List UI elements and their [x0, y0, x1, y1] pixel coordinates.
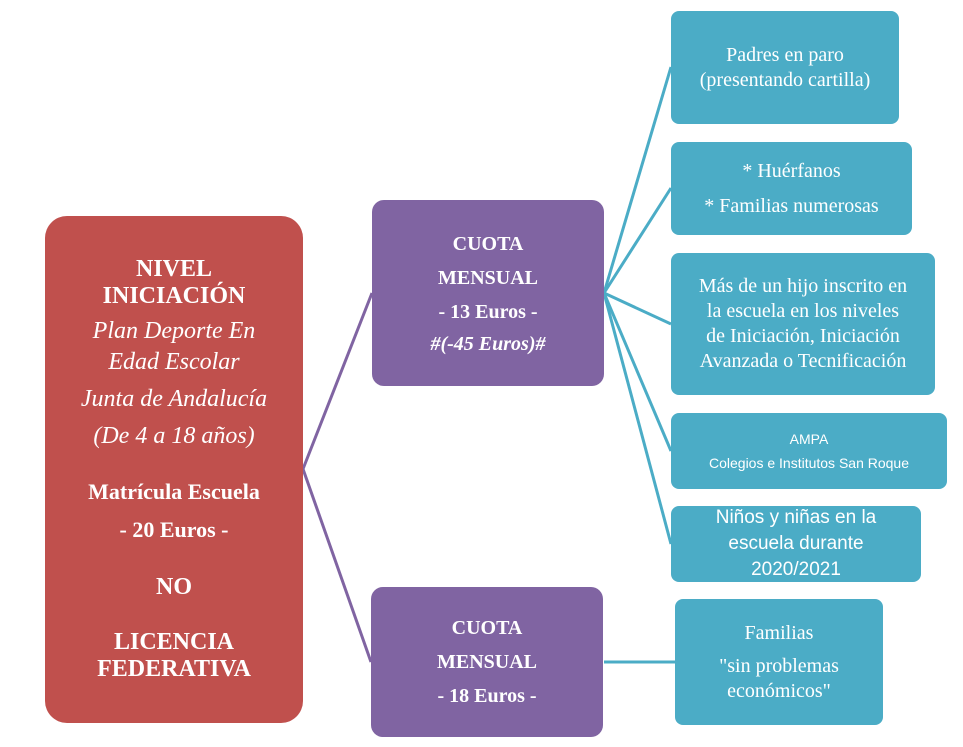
root-junta: Junta de Andalucía [80, 386, 268, 412]
ninos-line1: Niños y niñas en la [715, 507, 877, 528]
root-ages: (De 4 a 18 años) [93, 423, 255, 449]
hijos-line4: Avanzada o Tecnificación [699, 350, 907, 372]
familias-sin-problemas-box: Familias "sin problemas económicos" [675, 599, 883, 725]
ninos-escuela-box: Niños y niñas en la escuela durante 2020… [671, 506, 921, 582]
huerfanos-text: * Huérfanos [742, 159, 841, 182]
nivel-iniciacion-box: NIVEL INICIACIÓN Plan Deporte En Edad Es… [45, 216, 303, 723]
cuota-mensual-reducida-box: CUOTA MENSUAL - 13 Euros - #(-45 Euros)# [372, 200, 604, 386]
ampa-line2: Colegios e Institutos San Roque [708, 455, 909, 471]
connector-root-cuota-reducida [301, 292, 374, 470]
mas-de-un-hijo-box: Más de un hijo inscrito en la escuela en… [671, 253, 935, 395]
padres-line2: (presentando cartilla) [699, 68, 871, 91]
root-matricula: Matrícula Escuela [88, 479, 260, 504]
padres-en-paro-box: Padres en paro (presentando cartilla) [671, 11, 899, 124]
ninos-line2: escuela durante [728, 533, 864, 554]
cuota-normal-line2: MENSUAL [436, 651, 537, 673]
root-matricula-price: - 20 Euros - [119, 517, 229, 542]
root-plan-line1: Plan Deporte En [92, 318, 256, 344]
ampa-box: AMPA Colegios e Institutos San Roque [671, 413, 947, 489]
cuota-normal-line1: CUOTA [451, 617, 523, 639]
connector-cuota-huerfanos [602, 187, 673, 294]
root-licencia-line1: LICENCIA [113, 629, 235, 655]
root-licencia-line2: FEDERATIVA [97, 656, 251, 682]
connector-cuota-hijos [603, 291, 672, 326]
root-title-line1: NIVEL [135, 256, 213, 282]
ampa-line1: AMPA [789, 431, 829, 447]
padres-line1: Padres en paro [726, 43, 844, 66]
root-no: NO [156, 574, 192, 600]
connector-cuota-ampa [602, 292, 673, 452]
ninos-line3: 2020/2021 [751, 559, 841, 580]
cuota-reducida-alt-price: #(-45 Euros)# [430, 333, 546, 355]
familias-line1: Familias [744, 621, 814, 644]
familias-numerosas-text: * Familias numerosas [704, 194, 879, 217]
cuota-normal-price: - 18 Euros - [437, 685, 537, 707]
huerfanos-familias-numerosas-box: * Huérfanos * Familias numerosas [671, 142, 912, 235]
familias-line3: económicos" [727, 679, 831, 702]
hijos-line3: de Iniciación, Iniciación [706, 325, 900, 347]
hijos-line1: Más de un hijo inscrito en [698, 275, 908, 297]
connector-cuota-ninos [602, 292, 673, 545]
cuota-mensual-normal-box: CUOTA MENSUAL - 18 Euros - [371, 587, 603, 737]
connector-root-cuota-normal [301, 468, 373, 663]
connector-cuota-padres [602, 66, 673, 294]
root-plan-line2: Edad Escolar [108, 349, 240, 375]
familias-line2: "sin problemas [719, 654, 839, 677]
cuota-reducida-line1: CUOTA [452, 233, 524, 255]
hijos-line2: la escuela en los niveles [706, 300, 900, 322]
root-title-line2: INICIACIÓN [102, 283, 246, 309]
cuota-reducida-line2: MENSUAL [437, 267, 538, 289]
cuota-reducida-price: - 13 Euros - [438, 301, 538, 323]
